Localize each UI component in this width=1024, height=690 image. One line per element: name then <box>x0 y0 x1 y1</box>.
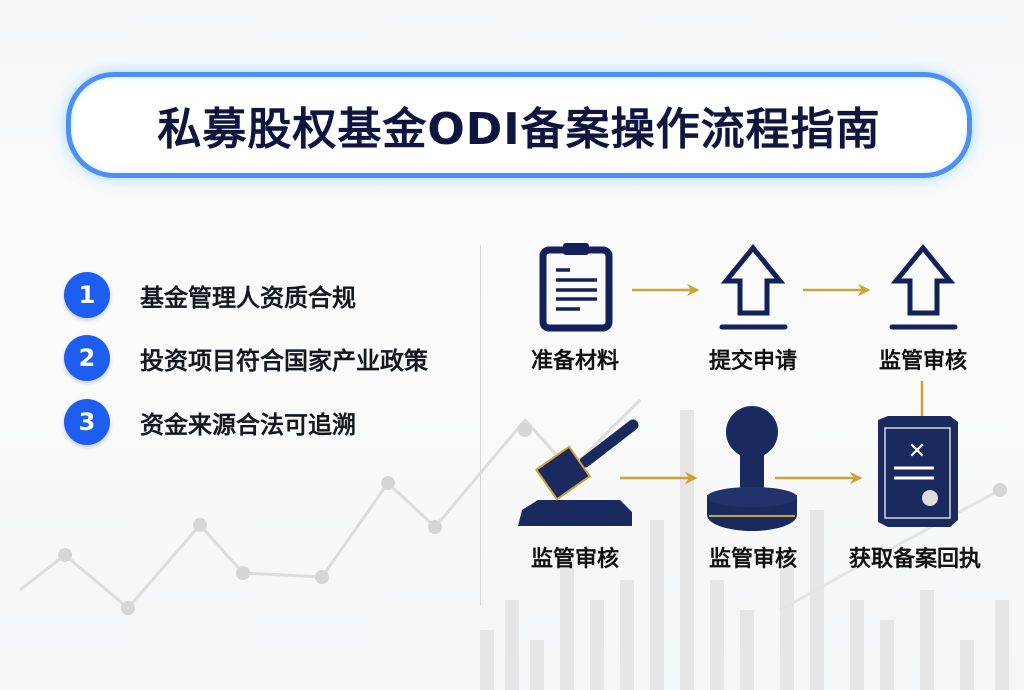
svg-text:✕: ✕ <box>908 439 926 464</box>
upload-arrow-icon <box>889 244 958 330</box>
gavel-icon <box>518 419 639 526</box>
requirement-text: 基金管理人资质合规 <box>140 283 356 312</box>
requirement-item: 1 基金管理人资质合规 <box>64 272 356 318</box>
title-banner: 私募股权基金ODI备案操作流程指南 <box>66 72 972 178</box>
requirement-text: 资金来源合法可追溯 <box>140 410 356 439</box>
step-label: 监管审核 <box>708 547 797 572</box>
page-title: 私募股权基金ODI备案操作流程指南 <box>157 104 881 155</box>
requirement-item: 2 投资项目符合国家产业政策 <box>64 335 428 381</box>
stamp-icon <box>707 406 797 531</box>
flow-arrows <box>620 283 924 485</box>
upload-arrow-icon <box>719 244 788 330</box>
step-label: 获取备案回执 <box>848 547 981 572</box>
requirement-item: 3 资金来源合法可追溯 <box>64 399 356 445</box>
clipboard-icon <box>539 243 613 332</box>
step-label: 提交申请 <box>708 349 797 374</box>
number-badge: 2 <box>64 335 110 381</box>
number-badge: 3 <box>64 399 110 445</box>
requirement-text: 投资项目符合国家产业政策 <box>140 346 428 375</box>
step-label: 准备材料 <box>530 349 619 374</box>
step-label: 监管审核 <box>878 349 967 374</box>
certificate-icon: ✕ <box>878 416 958 527</box>
divider <box>480 245 481 605</box>
number-badge: 1 <box>64 272 110 318</box>
step-label: 监管审核 <box>530 547 619 572</box>
